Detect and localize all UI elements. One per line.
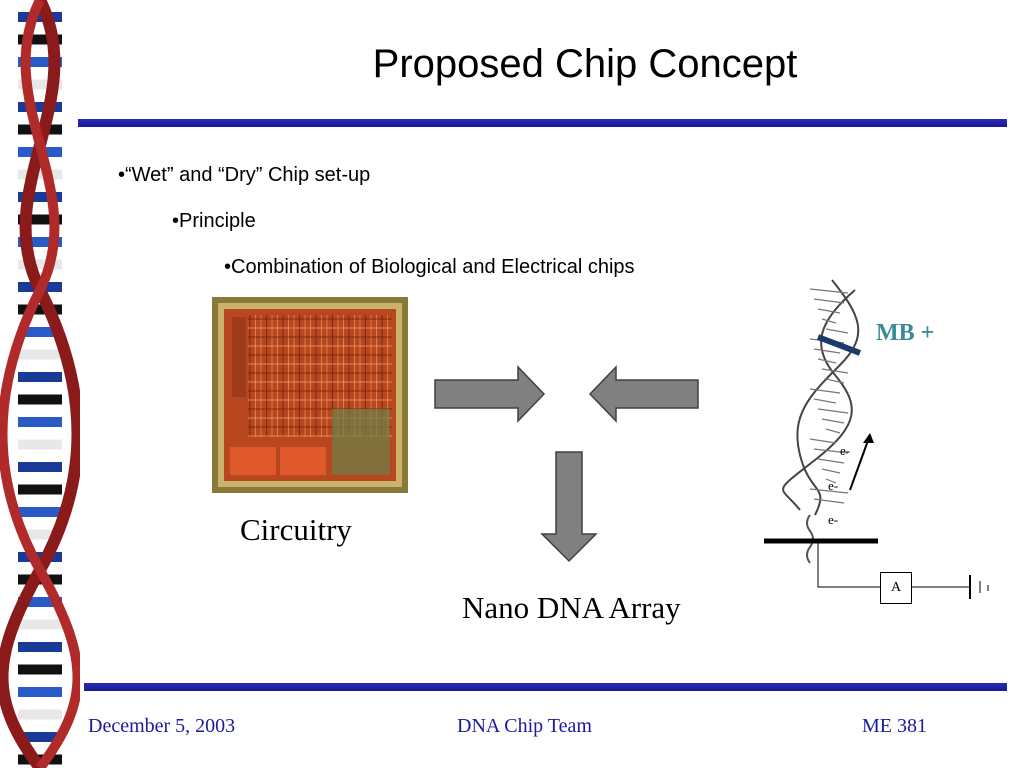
bullet-principle: •Principle	[172, 210, 256, 232]
electron-label: e-	[828, 512, 839, 527]
bullet-wet-dry: •“Wet” and “Dry” Chip set-up	[118, 164, 371, 186]
electron-label: e-	[828, 478, 839, 493]
left-arrow-icon	[588, 365, 699, 423]
footer-divider	[84, 683, 1007, 691]
slide-title: Proposed Chip Concept	[372, 42, 798, 86]
bullet-combination: •Combination of Biological and Electrica…	[224, 256, 635, 278]
dna-helix-icon	[0, 0, 80, 768]
footer-course: ME 381	[862, 715, 927, 737]
down-arrow-icon	[540, 451, 598, 563]
circuitry-caption: Circuitry	[240, 512, 352, 547]
circuit-chip-image	[212, 297, 408, 493]
footer-team: DNA Chip Team	[457, 715, 592, 737]
footer-date: December 5, 2003	[88, 715, 236, 737]
arrows-group	[434, 365, 699, 563]
electron-label: e-	[840, 443, 851, 458]
title-divider	[78, 119, 1007, 127]
mb-label: MB +	[876, 320, 935, 346]
nano-dna-array-caption: Nano DNA Array	[462, 590, 681, 625]
right-arrow-icon	[434, 365, 546, 423]
dna-sensor-diagram	[764, 279, 989, 599]
ammeter-box: A	[880, 572, 912, 604]
